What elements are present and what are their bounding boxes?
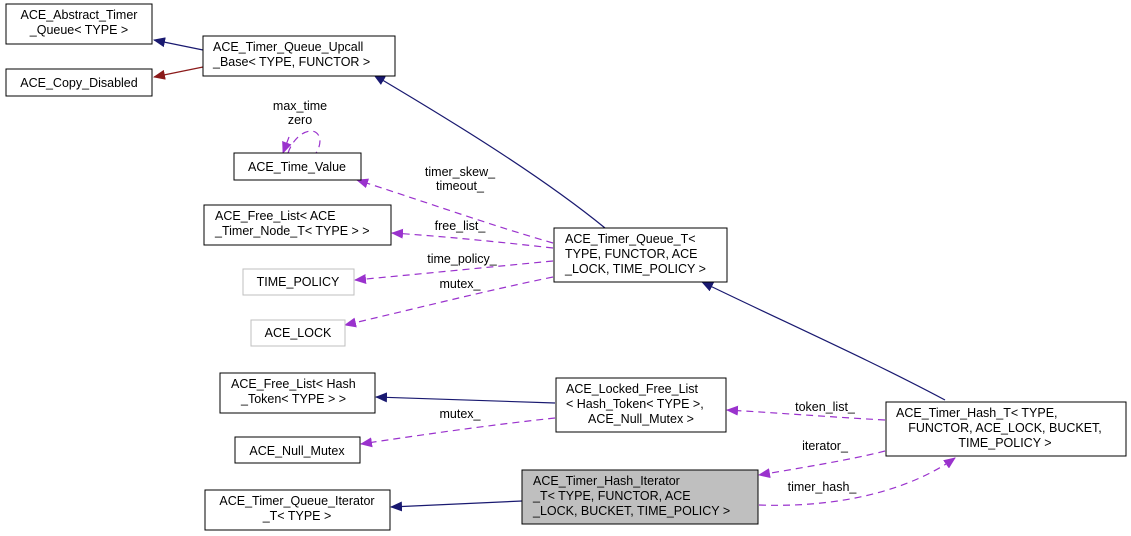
node-upcall-base[interactable]: ACE_Timer_Queue_Upcall _Base< TYPE, FUNC… — [202, 35, 396, 77]
node-free-list-hash-token[interactable]: ACE_Free_List< Hash _Token< TYPE > > — [219, 372, 376, 414]
svg-text:ACE_Free_List< ACE: ACE_Free_List< ACE — [215, 209, 336, 223]
edge-locked-to-nullmutex — [360, 417, 556, 448]
edge-label-timer-skew: timer_skew_ — [425, 165, 496, 179]
edge-label-timeout: timeout_ — [436, 179, 485, 193]
edge-queue-to-timepolicy — [354, 260, 554, 284]
node-copy-disabled[interactable]: ACE_Copy_Disabled — [5, 68, 153, 97]
edge-timevalue-self — [283, 130, 321, 153]
edge-queue-to-timevalue — [356, 178, 554, 244]
svg-text:FUNCTOR, ACE_LOCK, BUCKET,: FUNCTOR, ACE_LOCK, BUCKET, — [908, 421, 1102, 435]
svg-text:ACE_Timer_Hash_T< TYPE,: ACE_Timer_Hash_T< TYPE, — [896, 406, 1058, 420]
node-null-mutex[interactable]: ACE_Null_Mutex — [234, 436, 361, 464]
svg-text:_T< TYPE, FUNCTOR, ACE: _T< TYPE, FUNCTOR, ACE — [532, 489, 691, 503]
edge-label-mutex-null: mutex_ — [440, 407, 482, 421]
edge-label-zero: zero — [288, 113, 312, 127]
svg-text:ACE_Timer_Queue_Iterator: ACE_Timer_Queue_Iterator — [219, 494, 374, 508]
node-timer-queue-t[interactable]: ACE_Timer_Queue_T< TYPE, FUNCTOR, ACE _L… — [553, 227, 728, 283]
svg-text:ACE_Copy_Disabled: ACE_Copy_Disabled — [20, 76, 137, 90]
edge-upcall-to-abstract — [153, 37, 204, 51]
svg-text:TIME_POLICY >: TIME_POLICY > — [958, 436, 1051, 450]
svg-text:ACE_Abstract_Timer: ACE_Abstract_Timer — [21, 8, 138, 22]
edge-queue-to-acelock — [344, 276, 554, 328]
edge-hash-to-iterator — [758, 450, 886, 479]
edge-upcall-to-copy-disabled — [153, 66, 204, 80]
svg-text:ACE_Time_Value: ACE_Time_Value — [248, 160, 346, 174]
edge-hash-to-queue — [701, 281, 946, 401]
svg-text:_T< TYPE >: _T< TYPE > — [262, 509, 332, 523]
svg-text:ACE_Timer_Queue_T<: ACE_Timer_Queue_T< — [565, 232, 696, 246]
svg-text:ACE_Null_Mutex >: ACE_Null_Mutex > — [588, 412, 694, 426]
edge-queue-to-freelist — [391, 228, 554, 249]
edge-label-mutex-lock: mutex_ — [440, 277, 482, 291]
node-timer-hash-t[interactable]: ACE_Timer_Hash_T< TYPE, FUNCTOR, ACE_LOC… — [885, 401, 1127, 457]
node-time-value[interactable]: ACE_Time_Value — [233, 152, 362, 181]
edge-locked-to-freelist — [375, 392, 556, 404]
node-free-list-timer-node[interactable]: ACE_Free_List< ACE _Timer_Node_T< TYPE >… — [203, 204, 392, 246]
svg-text:ACE_LOCK: ACE_LOCK — [265, 326, 332, 340]
svg-text:_LOCK, BUCKET, TIME_POLICY >: _LOCK, BUCKET, TIME_POLICY > — [532, 504, 730, 518]
edge-label-free-list: free_list_ — [435, 219, 487, 233]
node-time-policy[interactable]: TIME_POLICY — [242, 268, 355, 296]
edge-iterator-to-hash — [758, 457, 956, 506]
svg-text:ACE_Locked_Free_List: ACE_Locked_Free_List — [566, 382, 699, 396]
svg-text:_LOCK, TIME_POLICY >: _LOCK, TIME_POLICY > — [564, 262, 706, 276]
edge-label-max-time: max_time — [273, 99, 327, 113]
svg-text:< Hash_Token< TYPE >,: < Hash_Token< TYPE >, — [566, 397, 704, 411]
svg-text:ACE_Free_List< Hash: ACE_Free_List< Hash — [231, 377, 356, 391]
edge-label-timer-hash: timer_hash_ — [788, 480, 858, 494]
edge-label-token-list: token_list_ — [795, 400, 856, 414]
svg-text:ACE_Null_Mutex: ACE_Null_Mutex — [249, 444, 345, 458]
edge-label-iterator: iterator_ — [802, 439, 849, 453]
edge-hash-to-locked — [726, 405, 886, 421]
node-abstract-timer-queue[interactable]: ACE_Abstract_Timer _Queue< TYPE > — [5, 3, 153, 45]
edge-iterator-to-queueiterator — [390, 500, 523, 512]
svg-text:ACE_Timer_Hash_Iterator: ACE_Timer_Hash_Iterator — [533, 474, 680, 488]
svg-text:ACE_Timer_Queue_Upcall: ACE_Timer_Queue_Upcall — [213, 40, 363, 54]
node-timer-queue-iterator[interactable]: ACE_Timer_Queue_Iterator _T< TYPE > — [204, 489, 391, 531]
svg-text:_Token< TYPE > >: _Token< TYPE > > — [240, 392, 346, 406]
node-locked-free-list[interactable]: ACE_Locked_Free_List < Hash_Token< TYPE … — [555, 377, 727, 433]
edge-queue-to-upcall — [373, 74, 606, 229]
edge-label-time-policy: time_policy_ — [427, 252, 498, 266]
node-timer-hash-iterator[interactable]: ACE_Timer_Hash_Iterator _T< TYPE, FUNCTO… — [521, 469, 759, 525]
svg-text:TYPE, FUNCTOR, ACE: TYPE, FUNCTOR, ACE — [565, 247, 697, 261]
svg-text:TIME_POLICY: TIME_POLICY — [257, 275, 340, 289]
svg-text:_Timer_Node_T< TYPE > >: _Timer_Node_T< TYPE > > — [214, 224, 370, 238]
svg-text:_Queue< TYPE >: _Queue< TYPE > — [29, 23, 128, 37]
svg-text:_Base< TYPE, FUNCTOR >: _Base< TYPE, FUNCTOR > — [212, 55, 370, 69]
node-ace-lock[interactable]: ACE_LOCK — [250, 319, 346, 347]
